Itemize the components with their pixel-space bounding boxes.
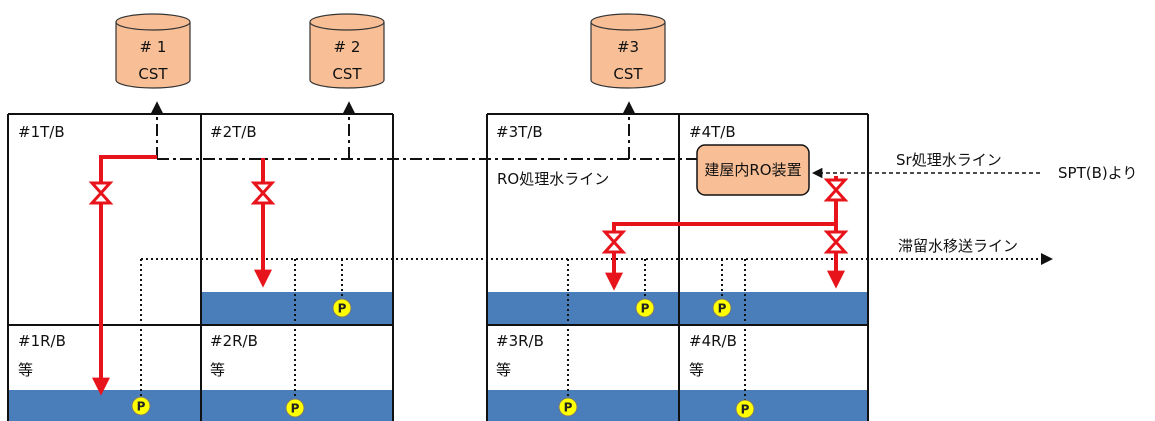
valve-icon [88,181,114,205]
building-label-2tb: #2T/B [210,123,257,141]
cst-tank-2: # 2 CST [309,13,385,89]
etc-label: 等 [689,361,704,379]
svg-text:P: P [641,302,650,316]
pump-icon: P [285,398,305,418]
water-band [202,292,393,325]
tank-number: # 2 [334,38,361,56]
building-label-3rb: #3R/B [496,332,544,350]
valve-icon [823,230,849,254]
cst-tank-3: #3 CST [590,13,666,89]
from-spt-label: SPT(B)より [1058,164,1137,182]
pump-icon: P [712,298,732,318]
transfer-line-label: 滞留水移送ライン [898,237,1018,255]
svg-text:P: P [338,302,347,316]
stagnant-transfer-line [140,258,1040,400]
svg-text:P: P [718,302,727,316]
svg-text:P: P [291,402,300,416]
building-frame-left [7,113,394,421]
valve-icon [250,181,276,205]
svg-text:P: P [564,401,573,415]
red-pipes [92,155,845,396]
tank-name: CST [138,65,168,83]
valve-icon [823,178,849,202]
ro-line-label: RO処理水ライン [497,170,609,188]
pump-icon: P [332,298,352,318]
tank-number: #3 [617,38,639,56]
building-label-4tb: #4T/B [689,123,736,141]
building-label-3tb: #3T/B [496,123,543,141]
pump-icon: P [635,298,655,318]
etc-label: 等 [496,361,511,379]
building-label-1tb: #1T/B [18,123,65,141]
building-label-4rb: #4R/B [689,332,737,350]
etc-label: 等 [210,361,225,379]
ro-device-box [696,144,810,196]
svg-text:P: P [741,403,750,417]
pump-icon: P [735,399,755,419]
ro-device-label: 建屋内RO装置 [704,161,801,179]
valves [88,178,849,254]
tank-name: CST [332,65,362,83]
tank-number: # 1 [140,38,167,56]
pump-icon: P [558,397,578,417]
etc-label: 等 [18,361,33,379]
pump-icon: P [131,396,151,416]
transfer-arrow-head [1041,253,1053,265]
building-frame-right [486,113,869,421]
water-band [487,292,868,325]
sr-line-label: Sr処理水ライン [896,151,1002,169]
valve-icon [601,230,627,254]
ro-treated-water-line [150,101,697,160]
building-label-1rb: #1R/B [18,332,66,350]
building-label-2rb: #2R/B [210,332,258,350]
water-band [487,390,868,421]
tank-name: CST [613,65,643,83]
cst-tank-1: # 1 CST [115,13,191,89]
svg-text:P: P [137,400,146,414]
